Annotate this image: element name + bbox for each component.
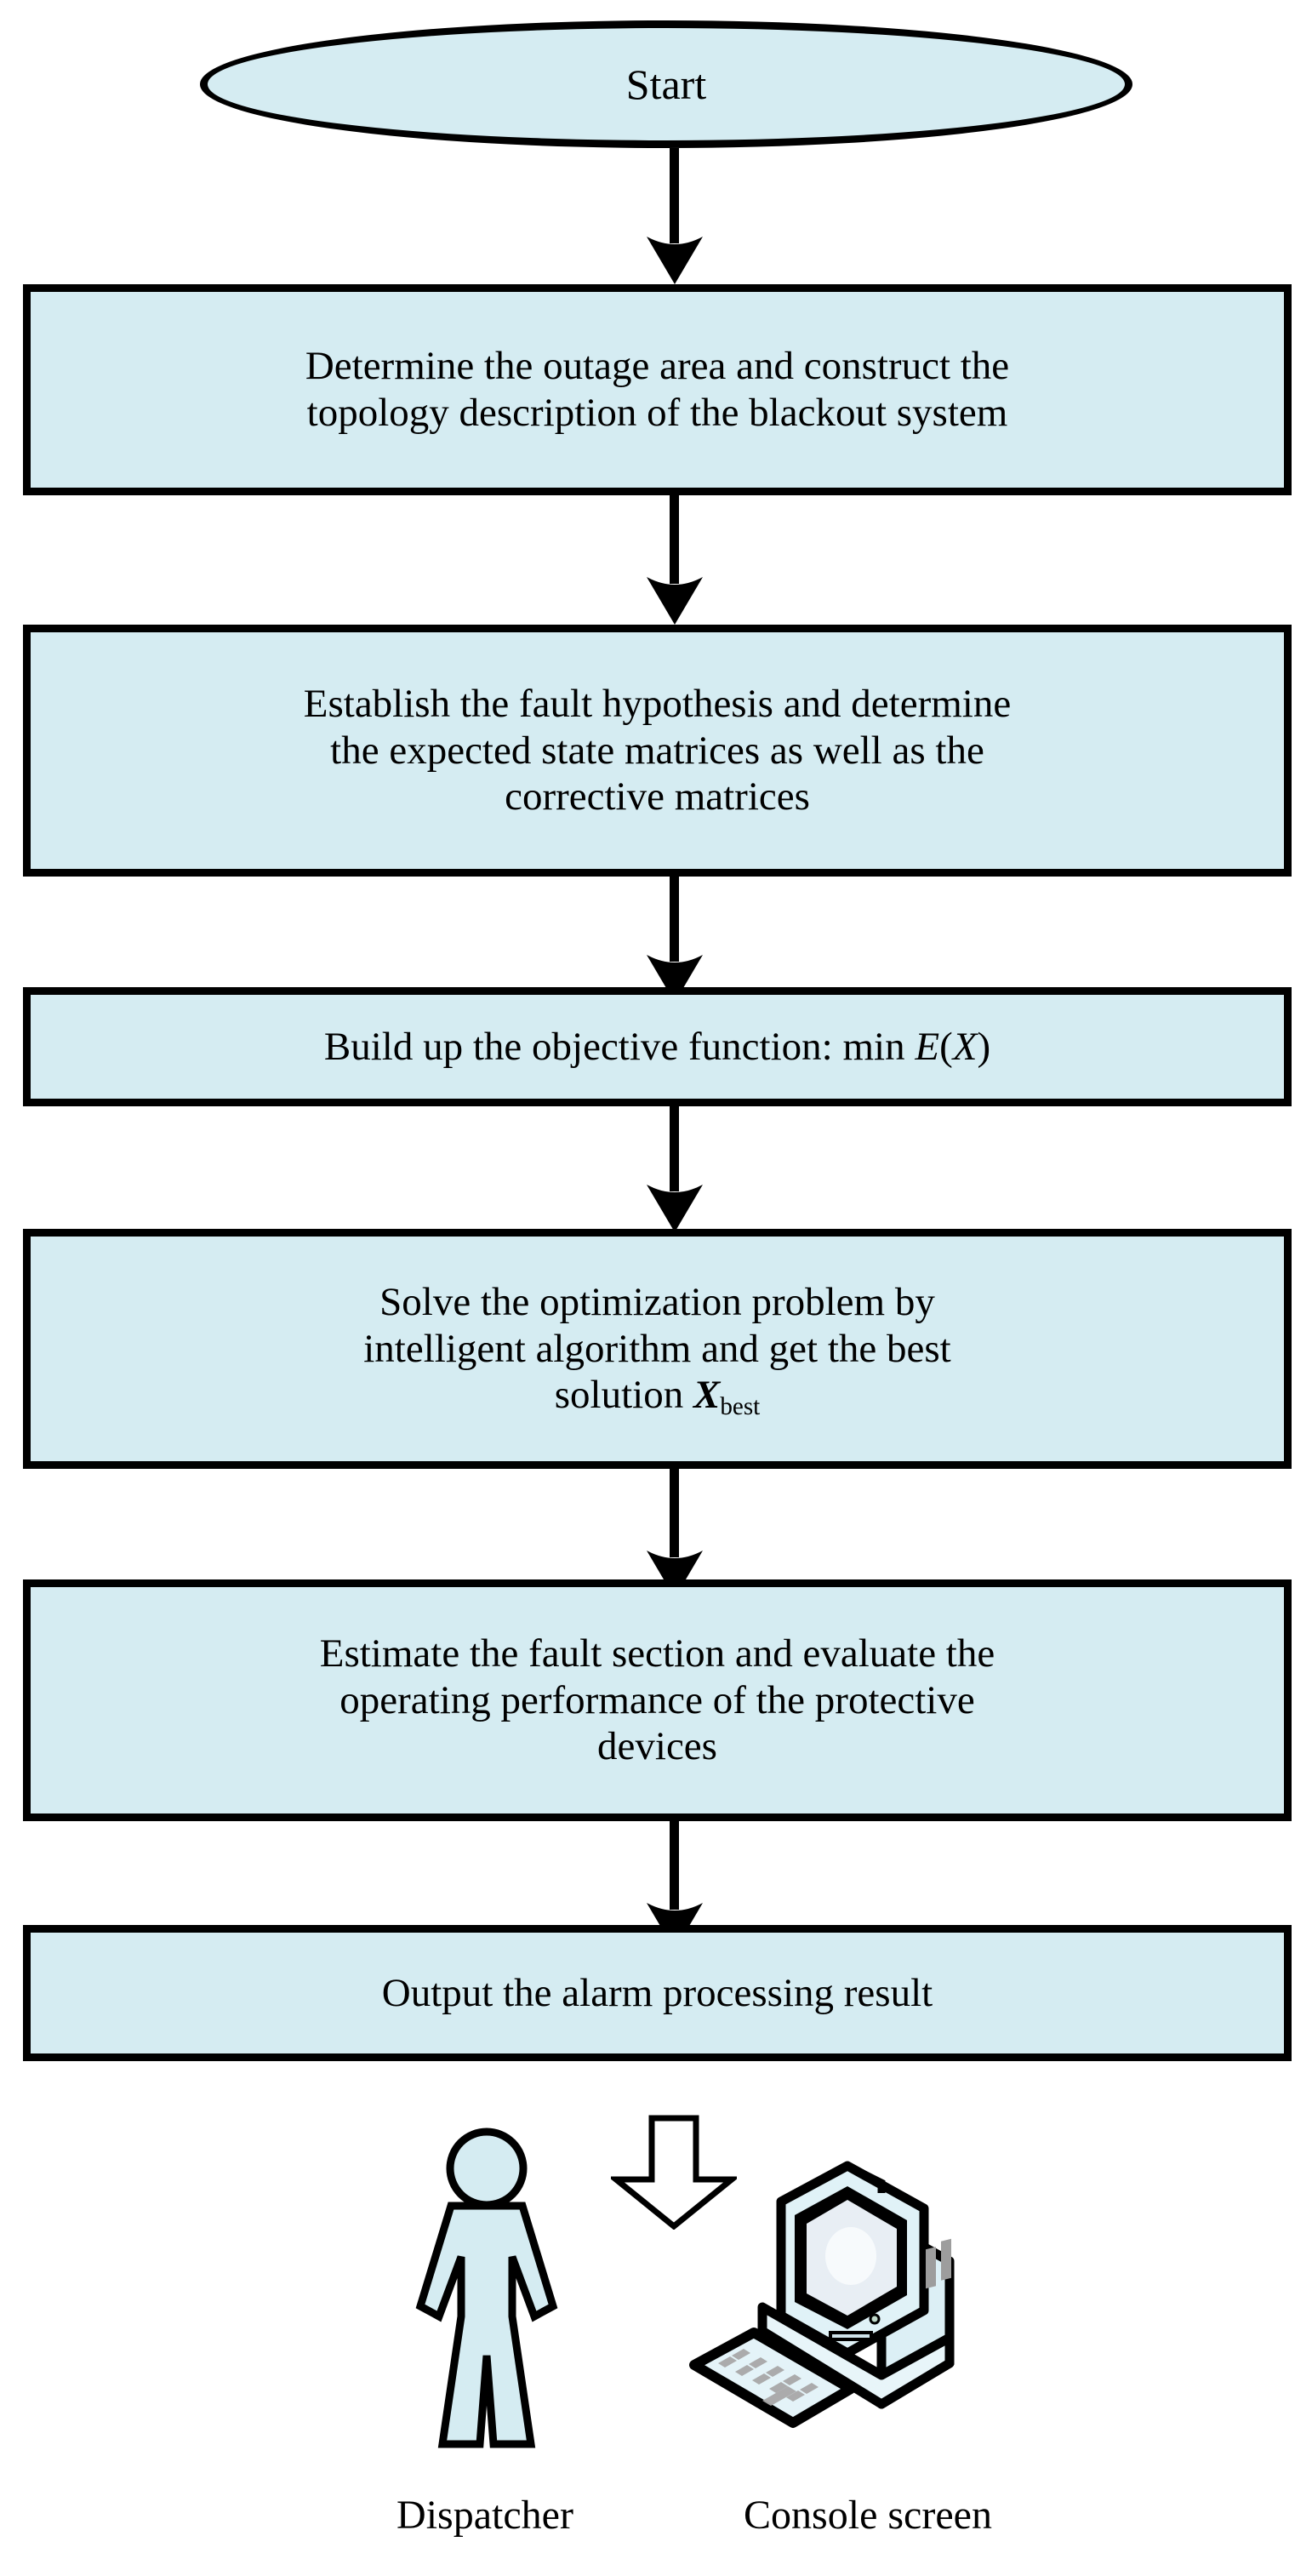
node-step5-line-3: devices <box>597 1724 717 1769</box>
edge-start-step1 <box>636 148 713 284</box>
node-step4-line-3-prefix: solution <box>554 1373 693 1418</box>
edge-step1-step2 <box>636 495 713 625</box>
node-start[interactable]: Start <box>200 20 1132 148</box>
node-step1-line-2: topology description of the blackout sys… <box>306 391 1008 435</box>
node-step4-line-2: intelligent algorithm and get the best <box>363 1326 951 1371</box>
node-step2-line-2: the expected state matrices as well as t… <box>330 728 984 773</box>
desktop-computer-icon <box>681 2149 995 2455</box>
edge-step2-step3 <box>636 877 713 1002</box>
node-step3-math-arg: X <box>952 1024 978 1069</box>
node-step3-math-open: ( <box>939 1024 953 1069</box>
node-step2-label: Establish the fault hypothesis and deter… <box>44 681 1270 821</box>
node-step3-label: Build up the objective function: min E(X… <box>44 1024 1270 1071</box>
node-step6[interactable]: Output the alarm processing result <box>23 1925 1292 2061</box>
edge-step6-output-block-arrow-icon <box>611 2115 737 2230</box>
node-step6-label: Output the alarm processing result <box>381 1970 933 2015</box>
node-step4-line-1: Solve the optimization problem by <box>379 1279 935 1324</box>
node-step2-line-3: corrective matrices <box>505 774 810 820</box>
node-step1-label: Determine the outage area and construct … <box>44 343 1270 437</box>
person-figure-icon <box>385 2128 589 2464</box>
caption-console-screen: Console screen <box>744 2493 992 2538</box>
node-step5-line-1: Estimate the fault section and evaluate … <box>319 1631 995 1676</box>
node-step5-line-2: operating performance of the protective <box>339 1677 975 1722</box>
node-step2-line-1: Establish the fault hypothesis and deter… <box>303 681 1012 726</box>
node-step2[interactable]: Establish the fault hypothesis and deter… <box>23 625 1292 877</box>
node-step4-math-var: X <box>693 1373 721 1418</box>
node-step1[interactable]: Determine the outage area and construct … <box>23 284 1292 495</box>
edge-step4-step5 <box>636 1469 713 1598</box>
node-step5-label: Estimate the fault section and evaluate … <box>44 1631 1270 1771</box>
node-step4-label: Solve the optimization problem by intell… <box>44 1279 1270 1421</box>
caption-dispatcher: Dispatcher <box>396 2493 573 2538</box>
node-step3-math-fn: E <box>915 1024 940 1069</box>
edge-step3-step4 <box>636 1106 713 1232</box>
node-step3[interactable]: Build up the objective function: min E(X… <box>23 987 1292 1106</box>
node-step3-math-close: ) <box>977 1024 991 1069</box>
node-step5[interactable]: Estimate the fault section and evaluate … <box>23 1579 1292 1821</box>
node-step1-line-1: Determine the outage area and construct … <box>305 344 1010 389</box>
node-step3-prefix: Build up the objective function: min <box>323 1024 916 1069</box>
node-step4[interactable]: Solve the optimization problem by intell… <box>23 1229 1292 1469</box>
node-start-label: Start <box>625 60 707 108</box>
node-step4-math-sub: best <box>720 1393 761 1421</box>
